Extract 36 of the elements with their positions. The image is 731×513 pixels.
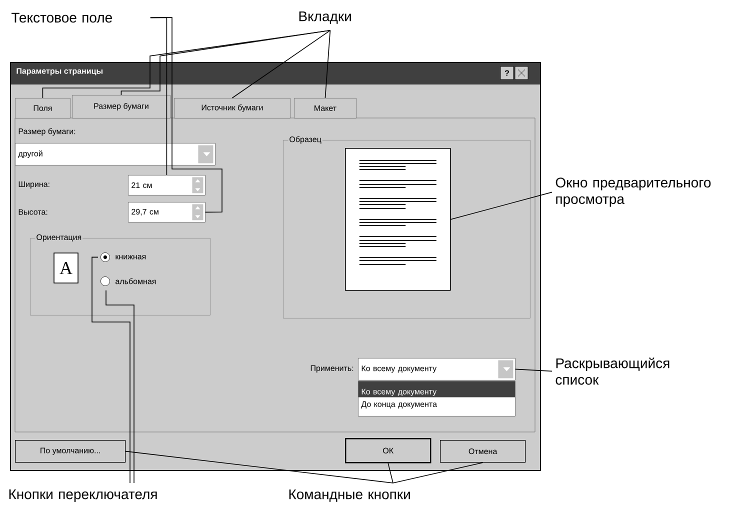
callout-label: Кнопки переключателя [9,489,157,502]
radio-button: альбомная [100,276,156,286]
leader-line [515,368,552,372]
dropdown-field: Ко всему документу [358,358,516,380]
node-label: книжная [116,255,146,260]
tab: Источник бумаги [174,98,290,118]
leader-line [324,30,331,98]
leader-line [150,17,222,213]
leader-line [92,256,130,484]
dropdown-list: Ко всему документу До конца документа [358,381,516,416]
input-field: 21 см [128,175,206,196]
callout-label: Раскрывающийся список [556,358,670,385]
help-button: ? [500,66,514,80]
callout-label: Окно предварительного просмотра [556,178,711,207]
command-button: Отмена [440,440,526,463]
leader-line [120,30,331,96]
field-label: Ширина: [18,181,50,189]
leader-line [388,462,394,484]
dropdown-field: другой [15,143,216,166]
command-button: ОК [345,438,432,464]
field-label: Применить: [310,365,354,373]
field-label: Размер бумаги: [18,128,76,136]
node-label: альбомная [116,278,156,284]
callout-label: Текстовое поле [12,12,112,23]
leader-line [106,290,134,484]
page-preview [345,148,451,291]
input-field: 29,7 см [128,202,206,222]
callout-label: Вкладки [299,12,351,24]
radio-button: книжная [100,252,146,262]
callout-label: Командные кнопки [289,489,410,502]
field-label: Высота: [18,209,48,215]
leader-line [125,450,394,484]
tab: Поля [15,98,70,118]
tab: Макет [294,98,356,118]
group-frame: Образец [283,135,530,318]
command-button: По умолчанию... [15,440,126,463]
